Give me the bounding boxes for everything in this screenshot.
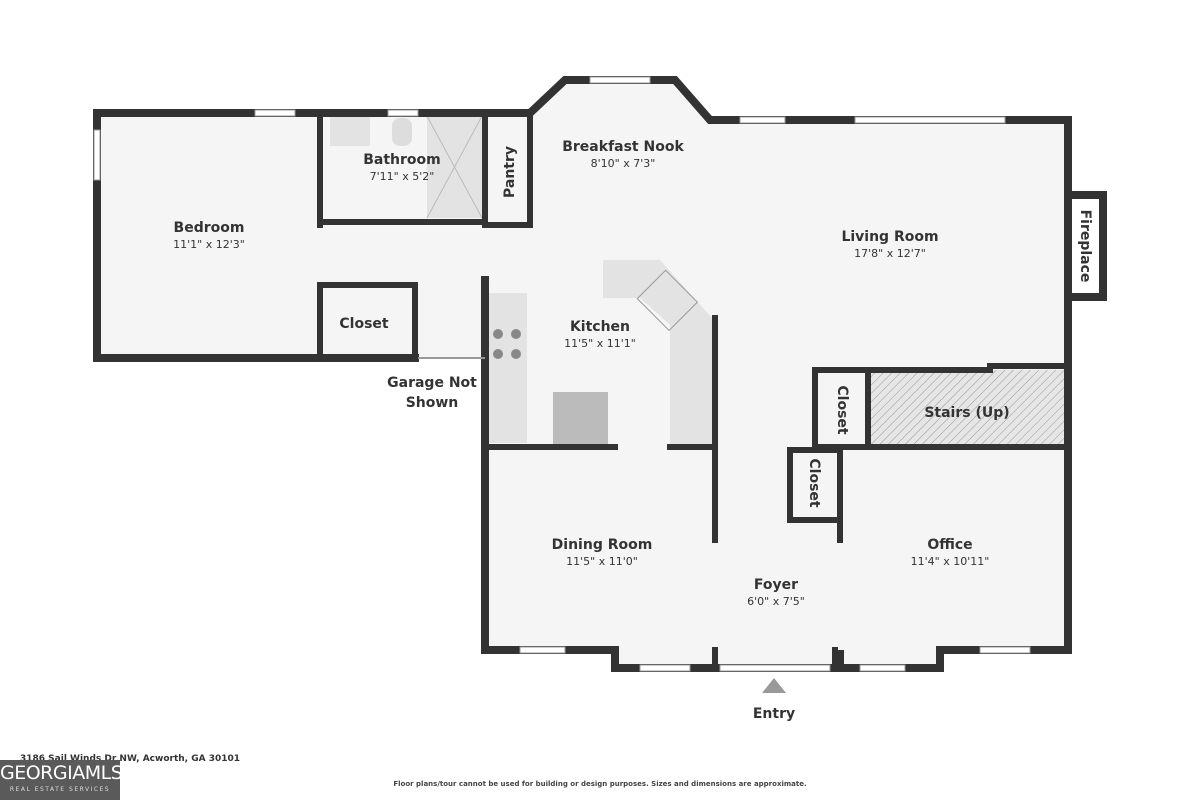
room-dim-kitchen: 11'5" x 11'1" xyxy=(564,337,636,350)
room-name-stairs: Stairs (Up) xyxy=(924,405,1009,421)
stove-icon xyxy=(493,329,521,359)
entry-label: Entry xyxy=(753,706,795,722)
stairs-hatch xyxy=(870,370,1066,445)
room-dim-office: 11'4" x 10'11" xyxy=(911,555,990,568)
room-name-closet: Closet xyxy=(806,458,822,508)
logo-main-text: GEORGIAMLS xyxy=(0,762,123,784)
shower-icon xyxy=(426,115,483,219)
vanity-icon xyxy=(330,116,370,146)
room-name-fireplace: Fireplace xyxy=(1077,210,1093,283)
room-name-dining-room: Dining Room xyxy=(552,537,653,553)
interior-walls xyxy=(317,110,1071,671)
exterior-wall xyxy=(93,76,1072,672)
windows xyxy=(93,76,1031,672)
room-dim-dining-room: 11'5" x 11'0" xyxy=(566,555,638,568)
entry-arrow-icon xyxy=(762,678,786,693)
counter-left xyxy=(487,293,527,443)
property-address: 3186 Sail Winds Dr NW, Acworth, GA 30101 xyxy=(20,754,241,764)
appliance xyxy=(553,392,608,444)
disclaimer: Floor plans/tour cannot be used for buil… xyxy=(393,780,807,788)
room-name-pantry: Pantry xyxy=(502,146,518,198)
room-name-foyer: Foyer xyxy=(754,577,798,593)
toilet-icon xyxy=(392,118,412,146)
room-name-living-room: Living Room xyxy=(841,229,938,245)
room-dim-living-room: 17'8" x 12'7" xyxy=(854,247,926,260)
room-dim-foyer: 6'0" x 7'5" xyxy=(747,595,805,608)
room-name-bedroom: Bedroom xyxy=(174,220,245,236)
room-name-closet: Closet xyxy=(339,316,389,332)
sink-icon xyxy=(636,269,699,332)
room-name-breakfast-nook: Breakfast Nook xyxy=(562,139,684,155)
garage-label-line2: Shown xyxy=(406,395,459,411)
room-dim-bedroom: 11'1" x 12'3" xyxy=(173,238,245,251)
room-name-closet: Closet xyxy=(834,385,850,435)
counter-island xyxy=(603,260,712,447)
room-name-bathroom: Bathroom xyxy=(363,152,441,168)
garage-label-line1: Garage Not xyxy=(387,375,477,391)
georgia-mls-logo: GEORGIAMLS REAL ESTATE SERVICES xyxy=(0,760,123,800)
room-dim-breakfast-nook: 8'10" x 7'3" xyxy=(591,157,656,170)
logo-sub-text: REAL ESTATE SERVICES xyxy=(9,786,111,793)
room-name-kitchen: Kitchen xyxy=(570,319,630,335)
room-dim-bathroom: 7'11" x 5'2" xyxy=(370,170,435,183)
room-name-office: Office xyxy=(927,537,972,553)
